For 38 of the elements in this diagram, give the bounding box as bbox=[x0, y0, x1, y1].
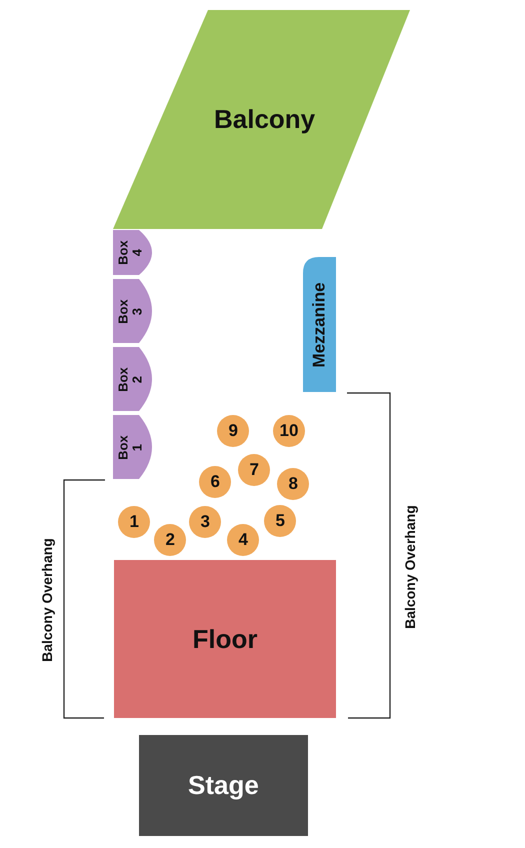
table-seat bbox=[238, 454, 270, 486]
section-label: 4 bbox=[238, 531, 248, 549]
table-seat bbox=[189, 506, 221, 538]
table-seat bbox=[227, 524, 259, 556]
section-label: 7 bbox=[250, 461, 259, 479]
section-label: Box 2 bbox=[116, 366, 144, 394]
stage bbox=[139, 735, 308, 836]
section-label: Stage bbox=[188, 772, 259, 800]
balcony-section bbox=[113, 10, 410, 229]
table-seat bbox=[217, 415, 249, 447]
bracket-label: Balcony Overhang bbox=[402, 505, 418, 629]
section-label: 5 bbox=[276, 512, 285, 530]
table-seat bbox=[264, 505, 296, 537]
section-label: 3 bbox=[200, 513, 210, 531]
section-label: Floor bbox=[192, 626, 258, 653]
section-label: Balcony bbox=[214, 106, 316, 134]
table-seat bbox=[154, 524, 186, 556]
box-seat-section bbox=[113, 415, 155, 479]
table-seat bbox=[273, 415, 305, 447]
section-label: Box 3 bbox=[116, 298, 144, 326]
table-seat bbox=[199, 466, 231, 498]
section-label: Box 4 bbox=[116, 239, 144, 267]
table-seat bbox=[277, 468, 309, 500]
table-seat bbox=[118, 506, 150, 538]
section-label: 8 bbox=[288, 475, 298, 493]
bracket-label: Balcony Overhang bbox=[38, 538, 55, 662]
section-label: 1 bbox=[130, 513, 139, 531]
section-label: Box 1 bbox=[116, 434, 144, 462]
section-label: 6 bbox=[210, 473, 220, 491]
section-label: 10 bbox=[280, 422, 298, 440]
box-seat-section bbox=[113, 279, 155, 343]
section-label: 9 bbox=[228, 422, 238, 440]
box-seat-section bbox=[113, 347, 155, 411]
section-label: 2 bbox=[166, 531, 175, 549]
section-label: Mezzanine bbox=[310, 280, 328, 369]
mezzanine-section bbox=[303, 257, 336, 392]
box-seat-section bbox=[113, 230, 155, 275]
floor-section bbox=[114, 560, 336, 718]
